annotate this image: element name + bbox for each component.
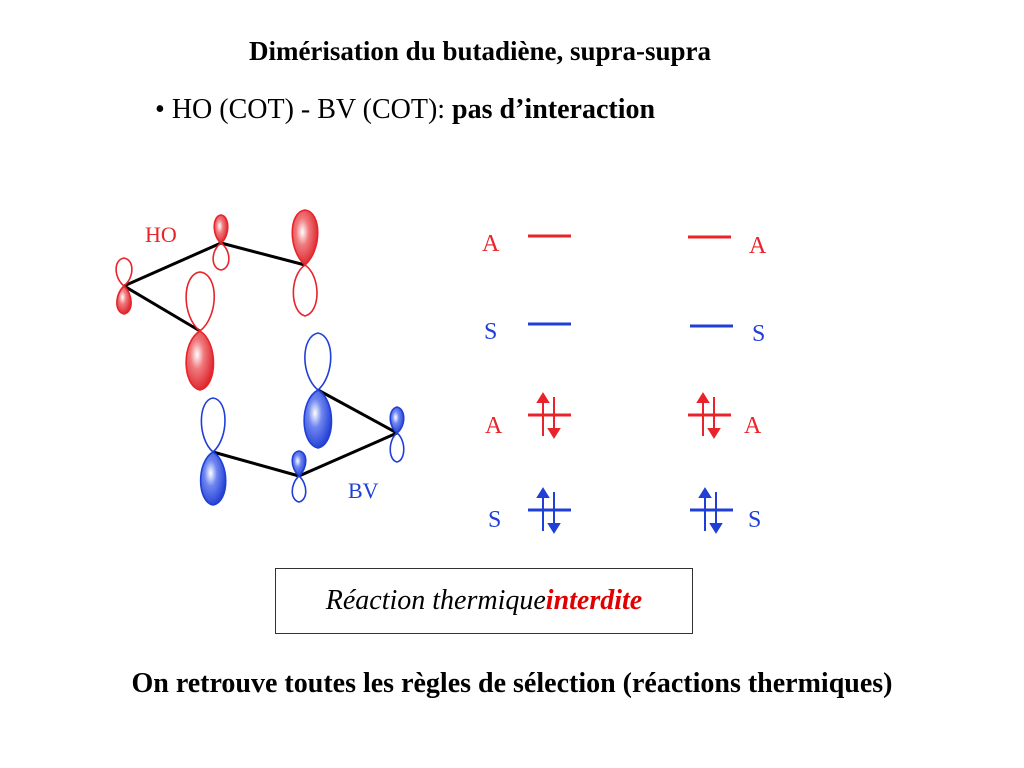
symmetry-label: A bbox=[482, 231, 500, 257]
orbital-lobe bbox=[200, 397, 226, 454]
orbital-lobe bbox=[303, 389, 333, 449]
symmetry-label: A bbox=[749, 233, 767, 259]
homo-orbitals bbox=[115, 209, 319, 391]
electron-pair-level bbox=[528, 487, 571, 534]
bullet-text: HO (COT) - BV (COT): bbox=[171, 94, 453, 125]
homo-label: HO bbox=[145, 222, 177, 247]
orbital-lobe bbox=[185, 330, 215, 391]
bullet-symbol: • bbox=[155, 94, 165, 125]
bullet-line: • HO (COT) - BV (COT): pas d’interaction bbox=[155, 94, 655, 126]
orbital-lobe bbox=[115, 257, 133, 288]
orbital-lobe bbox=[116, 284, 132, 315]
orbital-lobe bbox=[304, 332, 332, 392]
orbital-lobe bbox=[389, 406, 405, 435]
lumo-orbitals bbox=[199, 332, 405, 506]
electron-pair-level bbox=[688, 392, 731, 439]
correlation-right: A S A S bbox=[688, 233, 767, 534]
orbital-lobe bbox=[292, 264, 318, 317]
conclusion-text: On retrouve toutes les règles de sélecti… bbox=[131, 668, 893, 699]
symmetry-label: S bbox=[748, 507, 761, 533]
lumo-label: BV bbox=[348, 478, 379, 503]
orbital-lobe bbox=[199, 451, 227, 506]
correlation-left: A S A S bbox=[482, 231, 571, 534]
symmetry-label: S bbox=[484, 319, 497, 345]
orbital-lobe bbox=[213, 214, 229, 245]
homo-skeleton bbox=[123, 241, 306, 333]
orbital-lobe bbox=[212, 242, 230, 271]
symmetry-label: S bbox=[752, 321, 765, 347]
result-prefix: Réaction thermique bbox=[325, 585, 546, 616]
result-emphasis: interdite bbox=[545, 585, 643, 616]
symmetry-label: A bbox=[485, 413, 503, 439]
electron-pair-level bbox=[528, 392, 571, 439]
electron-pair-level bbox=[690, 487, 733, 534]
orbital-lobe bbox=[291, 209, 319, 267]
lumo-skeleton bbox=[212, 388, 398, 478]
orbital-lobe bbox=[291, 474, 307, 503]
orbital-lobe bbox=[185, 271, 216, 333]
slide-title: Dimérisation du butadiène, supra-supra bbox=[248, 36, 712, 66]
symmetry-label: A bbox=[744, 413, 762, 439]
orbital-lobe bbox=[291, 450, 307, 478]
symmetry-label: S bbox=[488, 507, 501, 533]
bullet-emphasis: pas d’interaction bbox=[452, 94, 656, 125]
orbital-lobe bbox=[389, 431, 405, 463]
